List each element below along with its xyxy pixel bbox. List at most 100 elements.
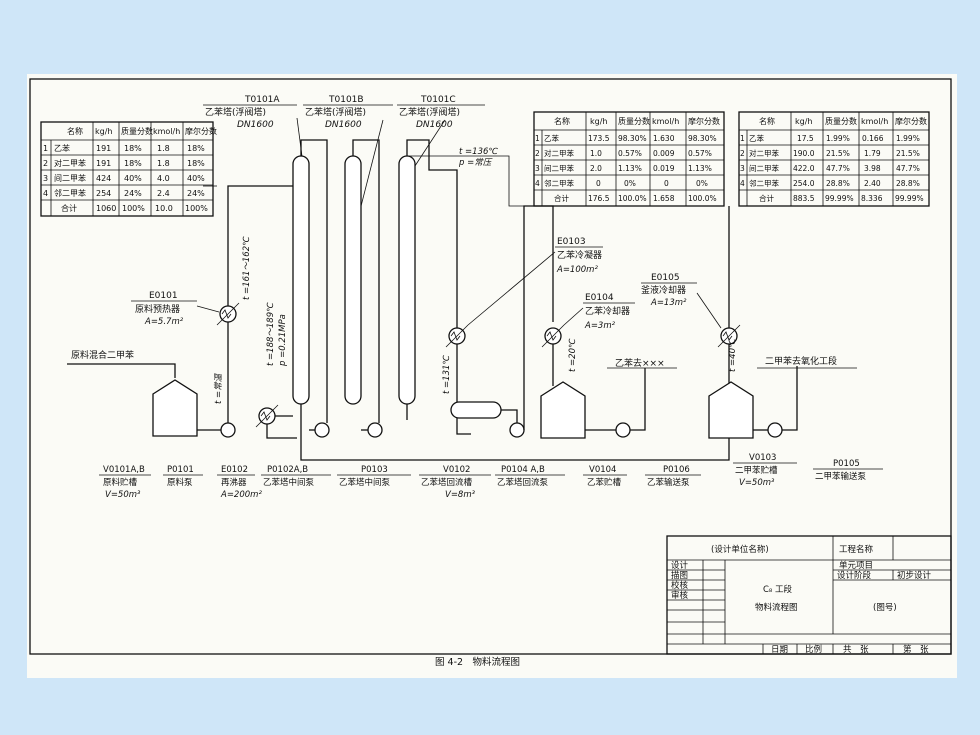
e0102-tag: E0102 xyxy=(221,465,248,475)
feed-r0-c3: 18% xyxy=(124,144,142,153)
title-block: (设计单位名称) 工程名称 单元项目 设计阶段 初步设计 设计 描图 校核 审核… xyxy=(666,535,952,655)
bot-h4: 摩尔分数 xyxy=(895,116,927,126)
tb-scale: 比例 xyxy=(805,644,822,655)
e0101-label: E0101 原料预热器 A=5.7m² xyxy=(131,291,220,327)
feed-r3-c1: 邻二甲苯 xyxy=(54,188,86,198)
feed-r3-c5: 24% xyxy=(187,189,205,198)
bot-r3-c2: 254.0 xyxy=(793,179,815,188)
distillate-line xyxy=(523,205,554,430)
bot-r1-c2: 190.0 xyxy=(793,149,815,158)
tb-drawing: 物料流程图 xyxy=(755,602,798,613)
top-r3-c0: 4 xyxy=(535,179,540,188)
pump-p0104 xyxy=(509,422,525,438)
bot-r3-c0: 4 xyxy=(740,179,745,188)
top-h1: kg/h xyxy=(590,117,607,126)
top-r1-c4: 0.009 xyxy=(653,149,675,158)
feed-inlet-line xyxy=(67,363,176,378)
feed-r3-c3: 24% xyxy=(124,189,142,198)
feed-r1-c3: 18% xyxy=(124,159,142,168)
top-r0-c1: 乙苯 xyxy=(544,133,559,143)
top-r3-c4: 0 xyxy=(664,179,669,188)
bottom-labels: V0101A,B 原料贮槽 V=50m³ P0101 原料泵 E0102 再沸器… xyxy=(99,453,883,500)
bot-total-mol: 99.99% xyxy=(895,194,924,203)
e0101-name: 原料预热器 xyxy=(135,303,180,315)
bot-r2-c4: 3.98 xyxy=(864,164,881,173)
top-r3-c1: 邻二甲苯 xyxy=(544,178,574,188)
tb-stage: 初步设计 xyxy=(897,570,932,581)
v0103-tag: V0103 xyxy=(749,453,776,463)
feed-total-mass: 100% xyxy=(122,204,145,213)
eb-cool-temp: t =20℃ xyxy=(568,338,578,372)
bot-r2-c1: 间二甲苯 xyxy=(749,163,779,173)
e0103-label: E0103 乙苯冷凝器 A=100m² xyxy=(555,237,603,275)
v0102-tag: V0102 xyxy=(443,465,470,475)
p0103-tag: P0103 xyxy=(361,465,388,475)
bot-r0-c5: 1.99% xyxy=(896,134,920,143)
top-total-mass: 100.0% xyxy=(618,194,647,203)
pump-p0102 xyxy=(314,422,330,438)
top-r1-c0: 2 xyxy=(535,149,540,158)
tb-dwgno: (图号) xyxy=(873,603,897,613)
p0102-name: 乙苯塔中间泵 xyxy=(263,477,315,488)
bot-r2-c0: 3 xyxy=(740,164,745,173)
bot-r2-c2: 422.0 xyxy=(793,164,815,173)
p0103-name: 乙苯塔中间泵 xyxy=(339,477,391,488)
top-h4: 摩尔分数 xyxy=(688,116,720,126)
bot-r1-c4: 1.79 xyxy=(864,149,881,158)
e0101-area: A=5.7m² xyxy=(144,317,184,327)
bottoms-line xyxy=(300,404,730,461)
feed-r1-c0: 2 xyxy=(43,159,48,168)
top-r1-c1: 对二甲苯 xyxy=(544,148,574,158)
e0101-tag: E0101 xyxy=(149,291,178,301)
feed-r0-c5: 18% xyxy=(187,144,205,153)
top-r2-c5: 1.13% xyxy=(688,164,712,173)
p0102-tag: P0102A,B xyxy=(267,465,308,475)
feed-total-kmol: 10.0 xyxy=(155,204,173,213)
p0106-tag: P0106 xyxy=(663,465,690,475)
bot-r0-c2: 17.5 xyxy=(797,134,814,143)
top-r0-c3: 98.30% xyxy=(618,134,647,143)
reflux-drum-v0102 xyxy=(450,401,502,419)
col2-tag: T0101B xyxy=(328,95,364,105)
e0105-tag: E0105 xyxy=(651,273,680,283)
bot-r1-c3: 21.5% xyxy=(826,149,850,158)
p0105-tag: P0105 xyxy=(833,459,860,469)
top-r1-c5: 0.57% xyxy=(688,149,712,158)
top-product-table: 名称 kg/h 质量分数 kmol/h 摩尔分数 1 乙苯 173.5 98.3… xyxy=(533,111,725,207)
drawing-sheet: 名称 kg/h 质量分数 kmol/h 摩尔分数 1 乙苯 191 18% 1.… xyxy=(27,74,957,678)
bot-h1: kg/h xyxy=(795,117,812,126)
column-t0101b xyxy=(344,155,362,405)
top-r1-c3: 0.57% xyxy=(618,149,642,158)
feed-table: 名称 kg/h 质量分数 kmol/h 摩尔分数 1 乙苯 191 18% 1.… xyxy=(40,121,217,217)
v0101-tag: V0101A,B xyxy=(103,465,145,475)
feed-h1: kg/h xyxy=(95,127,112,136)
tank-v0103 xyxy=(708,381,754,439)
v0101-name: 原料贮槽 xyxy=(103,477,138,488)
feed-h3: kmol/h xyxy=(153,127,180,136)
bot-r0-c0: 1 xyxy=(740,134,745,143)
feed-r1-c1: 对二甲苯 xyxy=(54,158,86,168)
top-r0-c2: 173.5 xyxy=(588,134,610,143)
tb-total: 共 张 xyxy=(843,645,869,655)
bot-r1-c1: 对二甲苯 xyxy=(749,148,779,158)
bot-total-label: 合计 xyxy=(759,193,774,203)
feed-r2-c5: 40% xyxy=(187,174,205,183)
bot-total-kmol: 8.336 xyxy=(861,194,883,203)
p0104-name: 乙苯塔回流泵 xyxy=(497,477,549,488)
col2-dn: DN1600 xyxy=(325,120,362,130)
top-pressure: p =常压 xyxy=(458,157,493,168)
tb-role-check: 校核 xyxy=(671,580,689,591)
col3-dn: DN1600 xyxy=(416,120,453,130)
feed-r2-c2: 424 xyxy=(96,174,111,183)
bot-r1-c5: 21.5% xyxy=(896,149,920,158)
bot-r1-c0: 2 xyxy=(740,149,745,158)
bottom-product-table: 名称 kg/h 质量分数 kmol/h 摩尔分数 1 乙苯 17.5 1.99%… xyxy=(738,111,930,207)
e0104-area: A=3m² xyxy=(584,321,616,331)
feed-r0-c2: 191 xyxy=(96,144,111,153)
bot-r3-c4: 2.40 xyxy=(864,179,881,188)
top-temp: t =136℃ xyxy=(459,147,498,157)
bot-r0-c1: 乙苯 xyxy=(749,133,764,143)
top-total-mol: 100.0% xyxy=(688,194,717,203)
pump-p0101 xyxy=(220,422,236,438)
tb-page: 第 张 xyxy=(903,644,929,655)
